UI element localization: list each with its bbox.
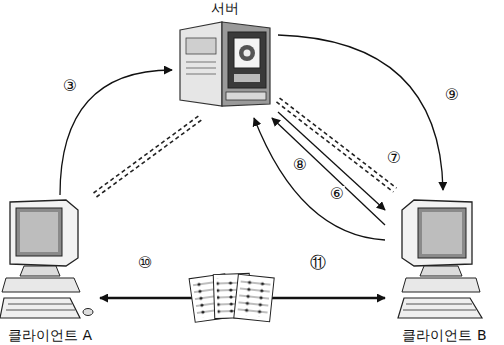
callout-number: ③ — [62, 78, 78, 94]
arrow-connector — [272, 118, 385, 225]
document-sheets — [189, 273, 274, 322]
server-node: 서버 — [172, 0, 278, 118]
node-label: 클라이언트 B — [385, 327, 504, 343]
dashed-link — [276, 98, 396, 192]
callout-number: ⑩ — [137, 255, 153, 271]
callout-number: ⑦ — [386, 150, 402, 166]
callout-number: ⑧ — [292, 157, 308, 173]
dashed-link — [94, 116, 202, 197]
computer-icon — [398, 200, 482, 318]
callout-number: ⑨ — [444, 87, 460, 103]
node-label: 클라이언트 A — [0, 327, 100, 343]
node-label: 서버 — [172, 0, 278, 16]
callout-number: ⑪ — [309, 255, 327, 271]
server-icon — [180, 22, 270, 106]
arrow-connector — [278, 112, 385, 210]
client-node: 클라이언트 B — [385, 190, 504, 345]
arrow-connector — [254, 118, 385, 240]
computer-icon — [0, 200, 93, 318]
client-node: 클라이언트 A — [0, 195, 100, 345]
callout-number: ⑥ — [329, 186, 345, 202]
